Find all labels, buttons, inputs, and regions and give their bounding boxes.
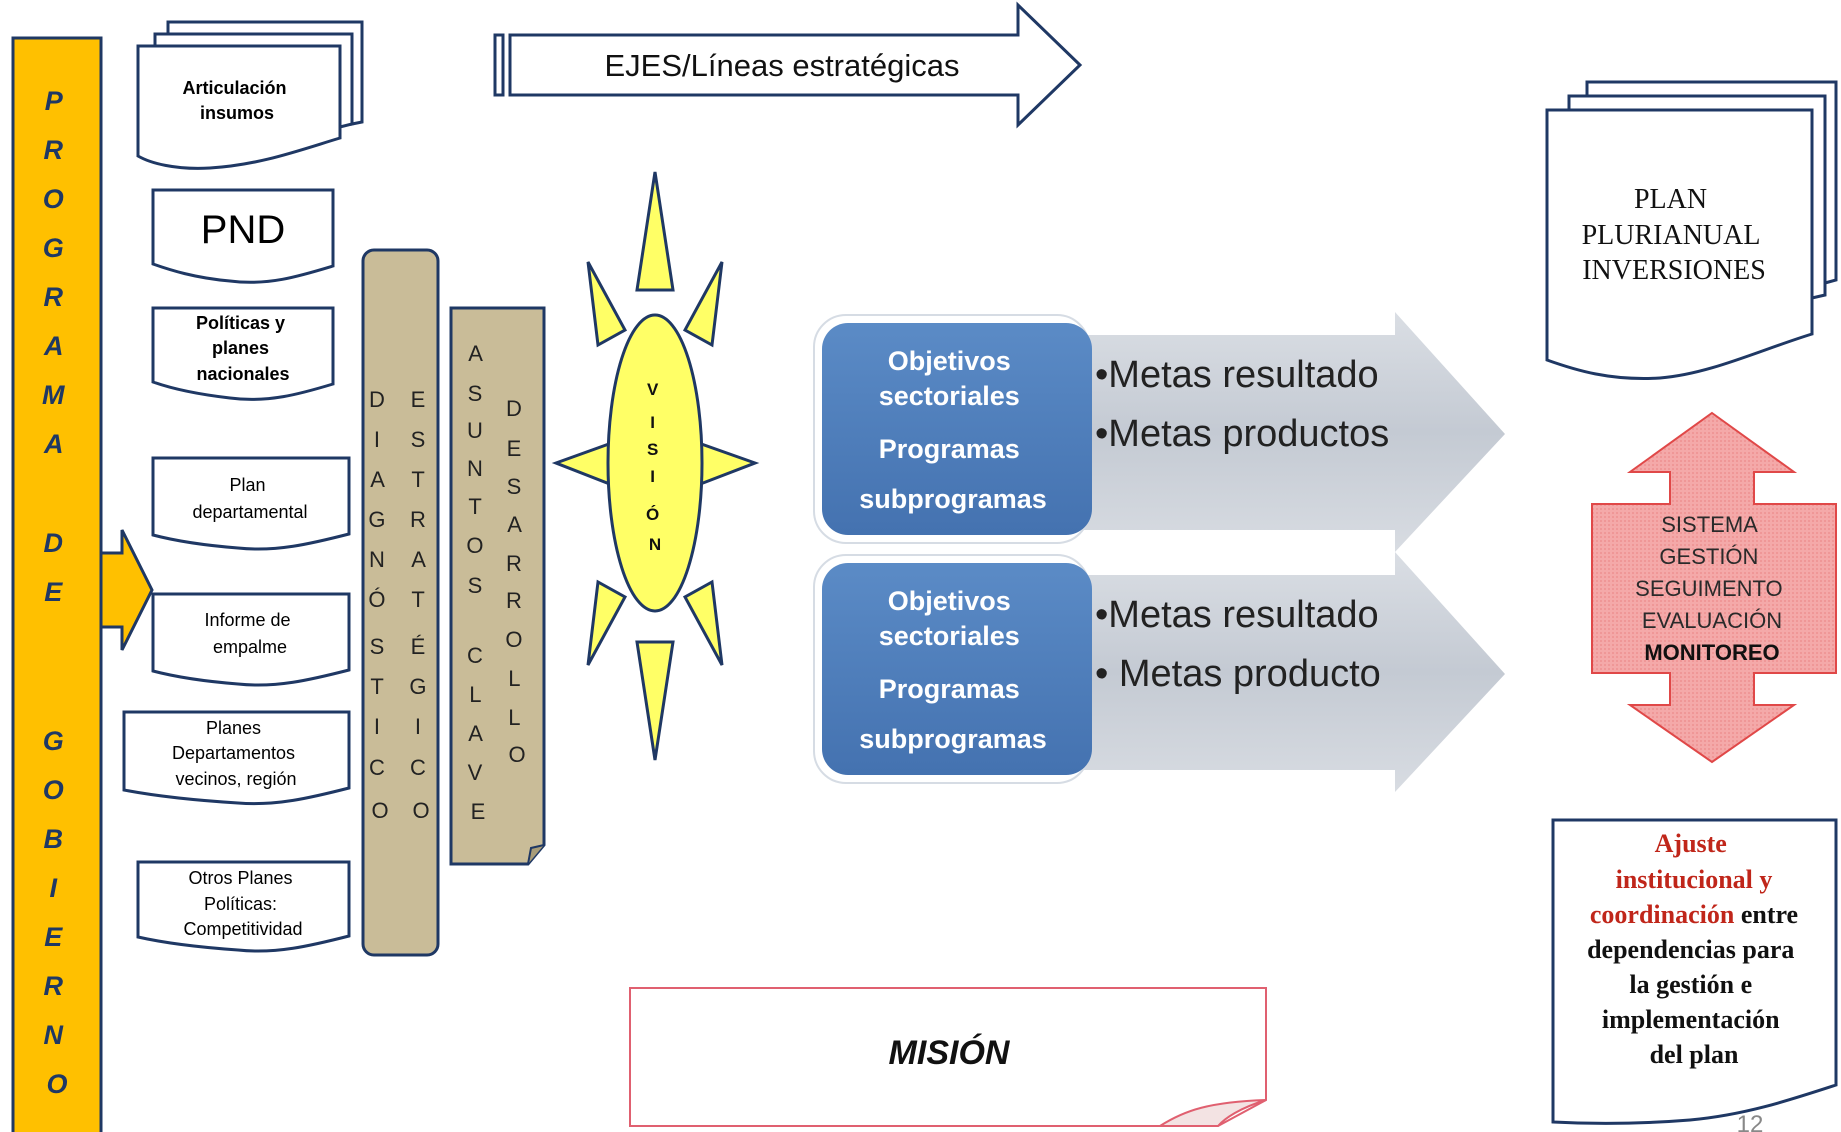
mision-box: MISIÓN — [629, 987, 1267, 1127]
sidebar-letter: G — [43, 233, 64, 263]
planes-vecinos-doc: Planes Departamentos vecinos, región — [122, 710, 351, 806]
svg-text:Planes Departamentos: Planes Departamentos vecinos, región — [172, 718, 300, 789]
svg-text:Políticas y planes: Políticas y planes nacionales — [196, 313, 290, 384]
objectives-row-1: Objetivos sectoriales Programas subprogr… — [813, 312, 1505, 552]
page-number: 12 — [1737, 1111, 1764, 1132]
sidebar-letter: N — [43, 1020, 63, 1050]
sistema-gestion-arrow: SISTEMA GESTIÓN SEGUIMENTO EVALUACIÓN MO… — [1591, 411, 1837, 764]
programa-de-gobierno-bar: P R O G R A M A D E G O B I E R N O — [11, 36, 154, 1132]
page-curl — [1156, 1099, 1267, 1127]
sun-ray — [682, 579, 724, 666]
svg-text:Informe de empalme: Informe de empalme — [204, 610, 295, 657]
svg-text:coordinación entre: coordinación entre — [1590, 900, 1798, 929]
sun-ray — [586, 261, 628, 348]
plan-departamental-doc: Plan departamental — [151, 456, 351, 551]
objectives-box — [822, 563, 1092, 775]
asuntos-clave-column: A S U N T O S C L A V E D E S A R R O L … — [449, 306, 546, 866]
sidebar-letter: O — [46, 1069, 67, 1099]
svg-text:Objetivos sectoriales: Objetivos sectoriales Programas subprogr… — [859, 586, 1047, 754]
svg-text:A S U N: A S U N T O S C L A V E — [466, 341, 489, 824]
sidebar-letter: E — [44, 577, 63, 607]
sidebar-letter: A — [43, 331, 63, 361]
sun-ray — [682, 261, 724, 348]
sidebar-letter: D — [43, 528, 63, 558]
ejes-arrow: EJES/Líneas estratégicas — [493, 1, 1083, 129]
sun-ray — [635, 640, 675, 761]
sun-ray — [635, 171, 675, 292]
sidebar-letter: P — [45, 86, 64, 116]
sidebar-letter: R — [43, 282, 63, 312]
svg-text:dependencias para la ges: dependencias para la gestión e implement… — [1587, 935, 1801, 1069]
articulacion-insumos-doc: Articulación insumos — [136, 20, 364, 170]
sidebar-letter: B — [43, 824, 63, 854]
pnd-doc: PND — [151, 188, 335, 284]
svg-text:Objetivos sectoriales: Objetivos sectoriales Programas subprogr… — [859, 346, 1047, 514]
ajuste-institucional-doc: Ajuste institucional y coordinación entr… — [1551, 818, 1838, 1125]
svg-text:D I A G: D I A G N Ó S T I C O — [368, 387, 391, 823]
objectives-box — [822, 323, 1092, 535]
sidebar-arrow — [99, 529, 154, 651]
politicas-planes-doc: Políticas y planes nacionales — [151, 306, 335, 401]
svg-text:Otros Planes Políticas:: Otros Planes Políticas: Competitividad — [183, 868, 302, 939]
metas-arrow — [980, 312, 1505, 552]
svg-text:MONITOREO: MONITOREO — [1644, 640, 1779, 665]
sidebar-letter: E — [44, 922, 63, 952]
svg-text:Articulación insumos: Articulación insumos — [182, 78, 291, 123]
svg-text:E S T R: E S T R A T É G I C O — [409, 387, 432, 823]
svg-text:D E S A: D E S A R R O L L O — [505, 396, 528, 767]
svg-text:P R O G: P R O G R A M A D E G O B I E R N O — [42, 86, 72, 1099]
svg-text:•Metas resultado • Metas: •Metas resultado • Metas producto — [1095, 594, 1389, 695]
plan-plurianual-doc: PLAN PLURIANUAL INVERSIONES — [1545, 80, 1838, 380]
sidebar-letter: I — [49, 873, 57, 903]
sidebar-letter: M — [42, 380, 65, 410]
diagnostico-estrategico-column: D I A G N Ó S T I C O E S T R A T É G I … — [361, 248, 440, 957]
vision-sun: V I S I Ó N — [551, 171, 760, 761]
sidebar-letter: G — [43, 726, 64, 756]
informe-empalme-doc: Informe de empalme — [151, 592, 351, 687]
svg-text:PLAN PLURIANUAL IN: PLAN PLURIANUAL INVERSIONES — [1582, 184, 1767, 286]
sidebar-letter: A — [43, 429, 63, 459]
sidebar-letter: O — [43, 775, 64, 805]
metas-arrow — [980, 552, 1505, 792]
otros-planes-doc: Otros Planes Políticas: Competitividad — [136, 860, 351, 953]
mision-label: MISIÓN — [889, 1034, 1011, 1072]
ejes-label: EJES/Líneas estratégicas — [605, 48, 960, 83]
svg-text:•Metas resultado •Metas: •Metas resultado •Metas productos — [1095, 354, 1389, 455]
sidebar-letter: R — [43, 135, 63, 165]
svg-text:Ajuste institucional y: Ajuste institucional y — [1616, 829, 1773, 894]
svg-text:Plan departamental: Plan departamental — [192, 475, 307, 522]
svg-text:PND: PND — [201, 208, 285, 252]
svg-text:V I S I: V I S I Ó N — [646, 380, 664, 554]
sidebar-letter: R — [43, 971, 63, 1001]
sun-ray — [586, 579, 628, 666]
svg-text:SISTEMA GESTIÓN SE: SISTEMA GESTIÓN SEGUIMENTO EVALUACIÓN — [1635, 512, 1789, 633]
objectives-row-2: Objetivos sectoriales Programas subprogr… — [813, 552, 1505, 792]
vision-ellipse — [606, 313, 704, 613]
sidebar-letter: O — [43, 184, 64, 214]
